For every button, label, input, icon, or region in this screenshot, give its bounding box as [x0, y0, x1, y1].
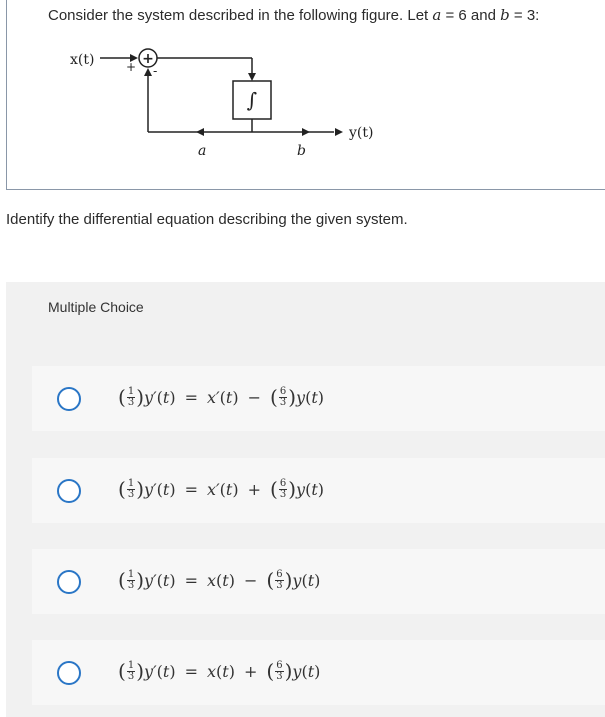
plus-sign: + [126, 60, 136, 74]
minus-sign: - [153, 64, 157, 78]
radio-button[interactable] [57, 569, 81, 594]
question-prompt: Identify the differential equation descr… [6, 211, 408, 228]
radio-button[interactable] [57, 478, 81, 503]
input-arrowhead [130, 54, 138, 62]
gain-a-label: a [198, 143, 206, 159]
summer-symbol: + [142, 51, 154, 67]
gain-b-arrowhead [302, 128, 310, 136]
input-label: x(t) [70, 52, 94, 68]
output-arrowhead [335, 128, 343, 136]
radio-button[interactable] [57, 386, 81, 411]
gain-a-arrowhead [196, 128, 204, 136]
multiple-choice-header: Multiple Choice [48, 299, 144, 315]
integrator-symbol: ∫ [247, 88, 257, 112]
question-box [6, 0, 605, 190]
gain-b-label: b [297, 143, 306, 159]
question-intro: Consider the system described in the fol… [48, 6, 540, 24]
feedback-arrowhead [144, 68, 152, 76]
output-label: y(t) [348, 125, 373, 141]
integrator-in-arrowhead [248, 73, 256, 81]
block-diagram: x(t) + + - ∫ y(t) a b [70, 48, 373, 159]
radio-button[interactable] [57, 660, 81, 685]
integrator-block [232, 80, 272, 120]
